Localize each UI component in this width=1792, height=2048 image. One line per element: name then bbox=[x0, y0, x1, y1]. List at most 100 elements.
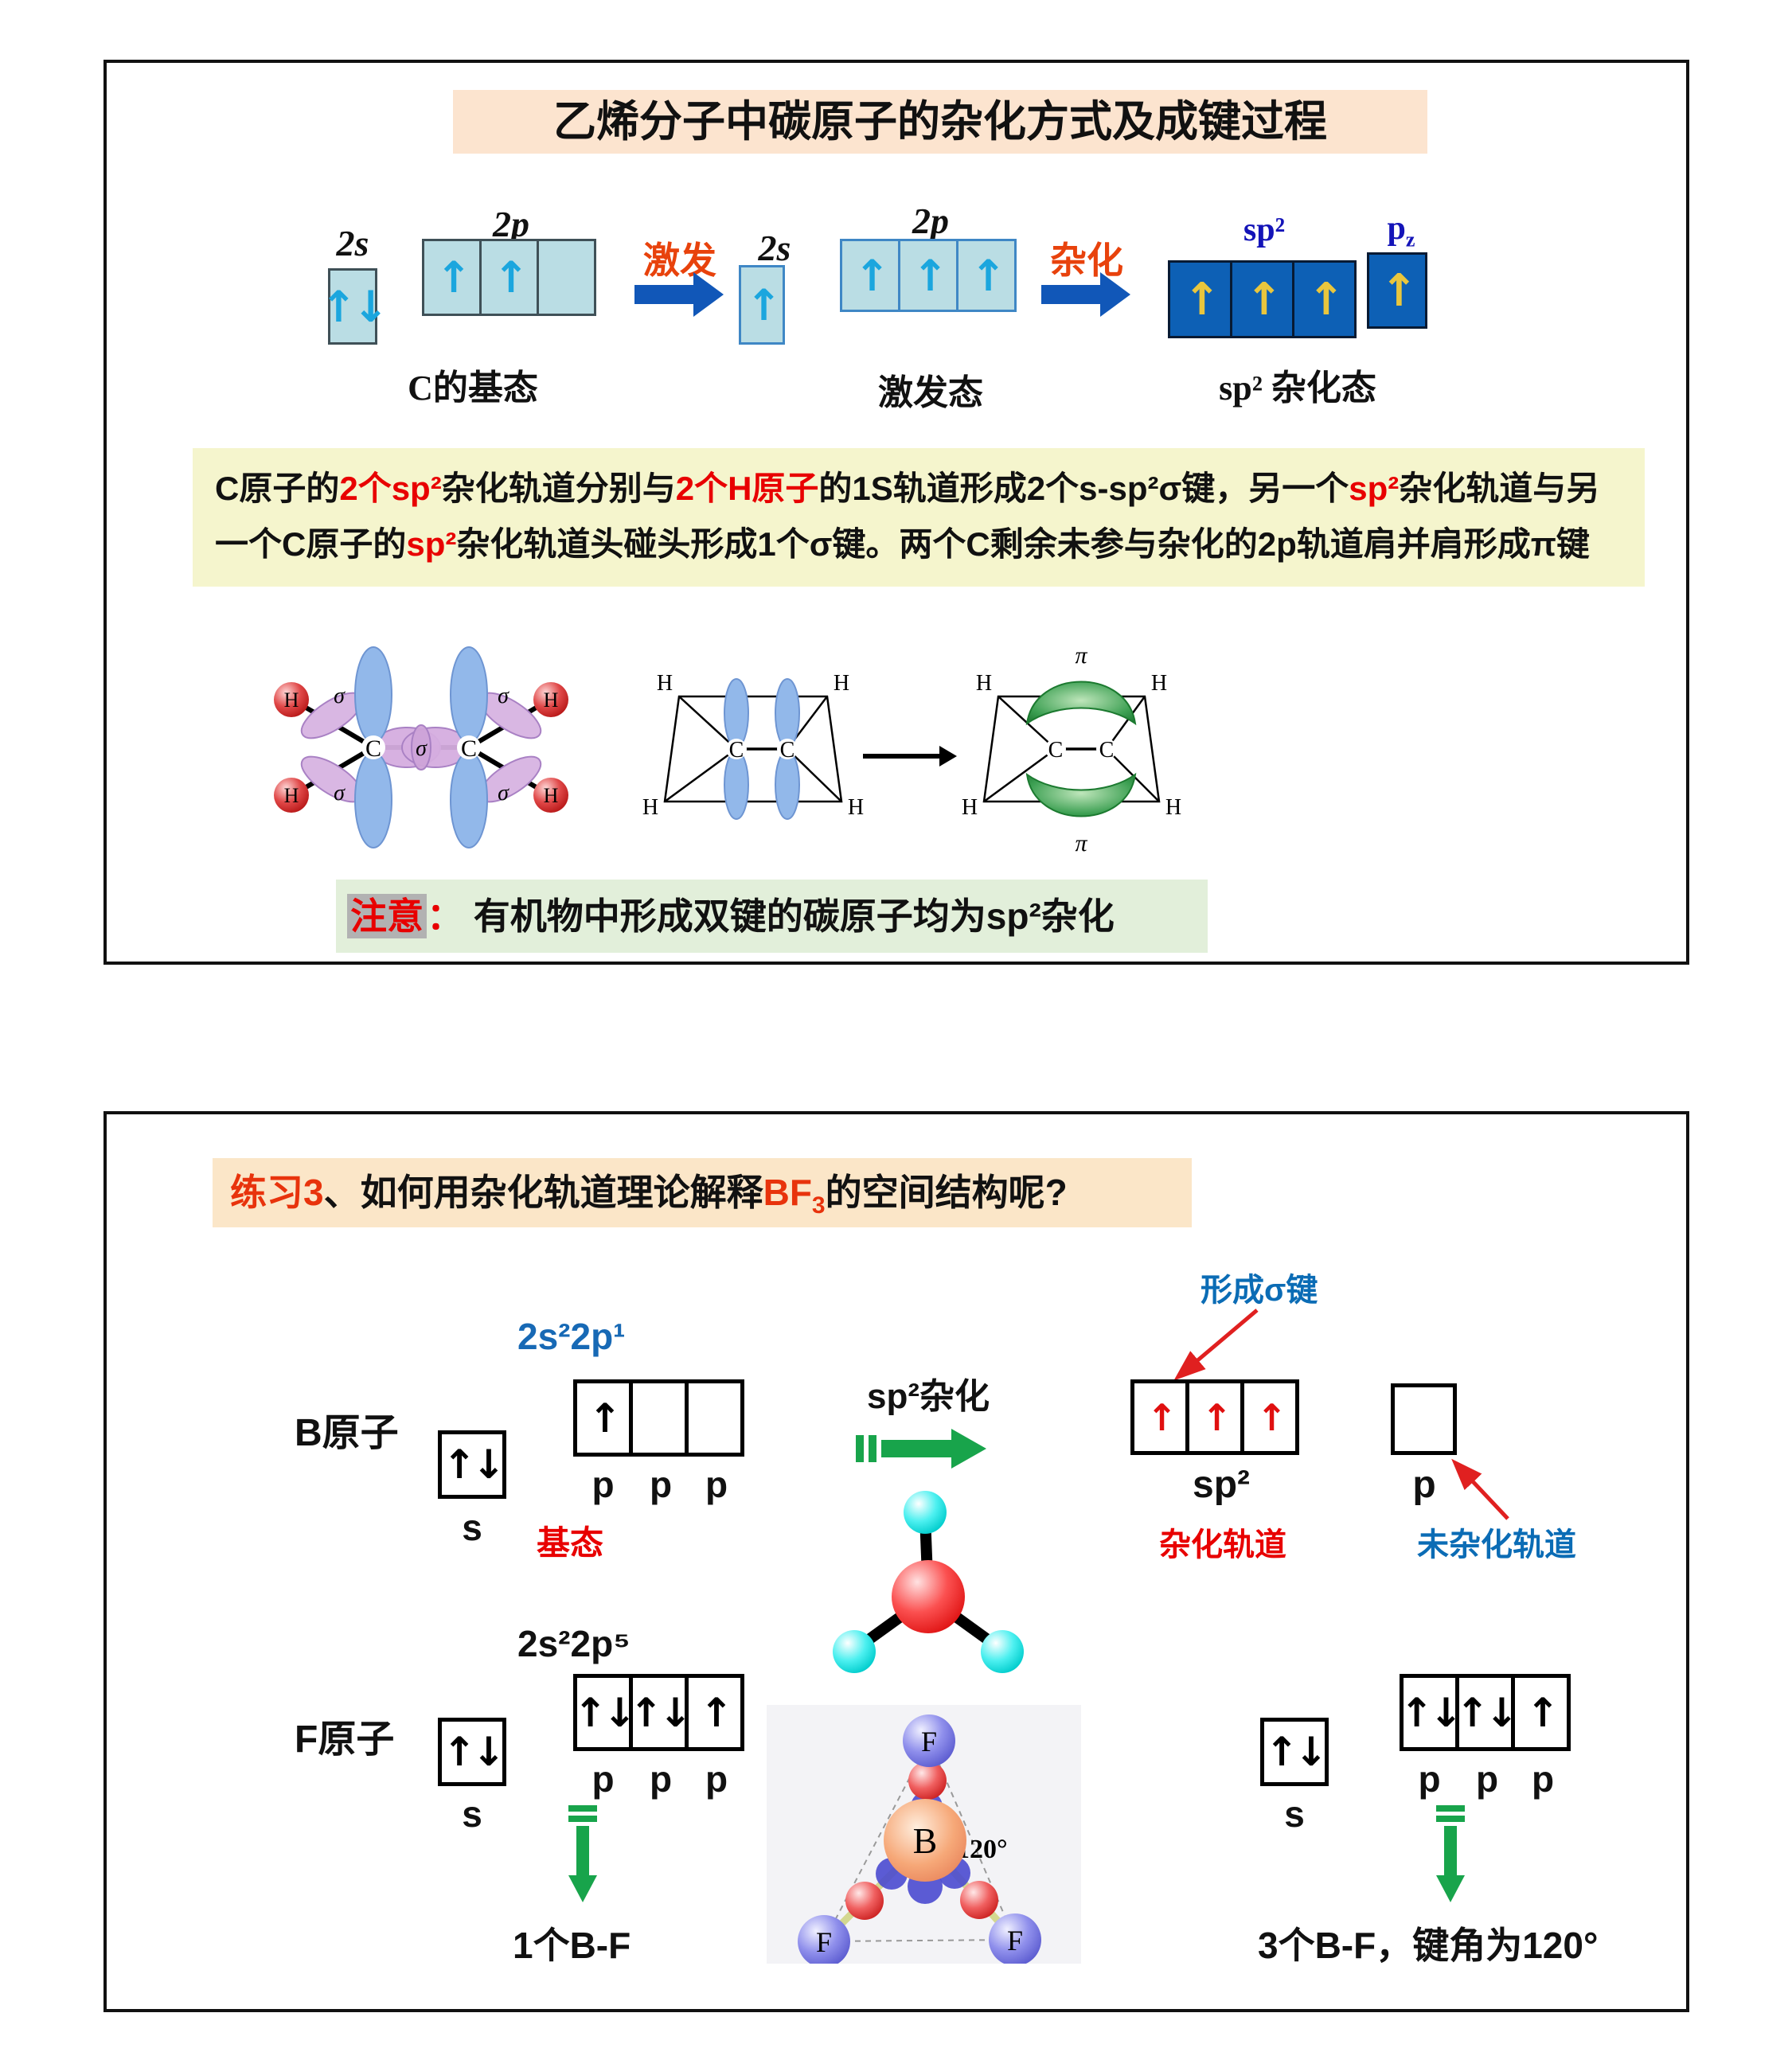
b-atom-label: B原子 bbox=[295, 1412, 399, 1454]
b-atom-sphere bbox=[884, 1799, 966, 1882]
left-result-label: 1个B-F bbox=[513, 1925, 631, 1966]
f-atom-label: F bbox=[921, 1726, 937, 1757]
sp2-hybridize-label: sp²杂化 bbox=[867, 1377, 990, 1416]
f-p-labels: p p p bbox=[591, 1758, 728, 1800]
orbital-box: ↑ bbox=[573, 1379, 633, 1457]
exercise-title: 练习3、如何用杂化轨道理论解释BF3的空间结构呢? bbox=[213, 1158, 1192, 1227]
f-config-label: 2s²2p⁵ bbox=[517, 1623, 631, 1664]
b-config-label: 2s²2p¹ bbox=[517, 1316, 626, 1357]
f-atom-label: F bbox=[1007, 1925, 1023, 1956]
h-atom-label: H bbox=[1165, 795, 1181, 820]
b-s-box: ↑↓ bbox=[438, 1430, 506, 1499]
excited-2s-box: ↑ bbox=[739, 265, 785, 345]
excited-2s-label: 2s bbox=[758, 228, 791, 268]
orbital-box: ↑ bbox=[1230, 260, 1294, 338]
orbital-box: ↑↓ bbox=[573, 1674, 636, 1751]
f-atom-sphere bbox=[798, 1915, 850, 1964]
ethylene-panel: 乙烯分子中碳原子的杂化方式及成键过程 2s 2p ↑↓ ↑ ↑ C的基态 激发 … bbox=[103, 60, 1689, 965]
f-atom-label: F原子 bbox=[295, 1718, 395, 1761]
hybridize-arrow-icon bbox=[1041, 272, 1130, 317]
sigma-label: σ bbox=[416, 736, 428, 761]
excite-arrow-icon bbox=[634, 272, 724, 317]
f-atom-sphere bbox=[903, 1714, 955, 1767]
b-sp2-boxes: ↑ ↑ ↑ bbox=[1130, 1379, 1299, 1455]
c-atom-label: C bbox=[729, 738, 744, 763]
p-orbital-diagram: C C H H H H bbox=[642, 671, 864, 820]
note-chip: 注意 bbox=[347, 894, 427, 938]
sigma-label: σ bbox=[498, 781, 509, 806]
sp2-label: sp² bbox=[1243, 212, 1286, 248]
pi-label: π bbox=[1075, 642, 1087, 669]
result-arrow-icon bbox=[1436, 1805, 1465, 1902]
unhybrid-note-arrow-icon bbox=[1451, 1458, 1509, 1520]
description-line-1: C原子的2个sp²杂化轨道分别与2个H原子的1S轨道形成2个s-sp²σ键，另一… bbox=[215, 470, 1600, 507]
h-atom-label: H bbox=[834, 671, 849, 696]
bonding-description: C原子的2个sp²杂化轨道分别与2个H原子的1S轨道形成2个s-sp²σ键，另一… bbox=[193, 448, 1645, 587]
f-atom-sphere bbox=[981, 1630, 1024, 1673]
transform-arrow-icon bbox=[863, 746, 957, 767]
sigma-label: σ bbox=[334, 781, 346, 806]
b-p-empty-label: p bbox=[1412, 1464, 1436, 1506]
sp2-boxes: ↑ ↑ ↑ bbox=[1168, 260, 1357, 338]
orbital-box: ↑↓ bbox=[1400, 1674, 1462, 1751]
excited-2p-boxes: ↑ ↑ ↑ bbox=[840, 239, 1017, 312]
orbital-box bbox=[537, 239, 596, 316]
orbital-box: ↑ bbox=[1185, 1379, 1244, 1455]
c-atom-label: C bbox=[780, 738, 795, 763]
ground-2s-box: ↑↓ bbox=[321, 268, 388, 345]
right-result-label: 3个B-F，键角为120° bbox=[1258, 1925, 1599, 1966]
orbital-box: ↑ bbox=[1168, 260, 1232, 338]
pz-box: ↑ bbox=[1367, 252, 1427, 329]
orbital-box: ↑ bbox=[685, 1674, 744, 1751]
c-atom-label: C bbox=[461, 735, 477, 762]
orbital-box: ↑ bbox=[956, 239, 1017, 312]
orbital-box: ↑ bbox=[1511, 1674, 1571, 1751]
f-atom-sphere bbox=[833, 1630, 876, 1673]
orbital-box: ↑ bbox=[1130, 1379, 1189, 1455]
b-p-empty-box bbox=[1391, 1383, 1457, 1455]
orbital-box: ↑ bbox=[479, 239, 539, 316]
b-atom-label: B bbox=[913, 1820, 938, 1861]
b-ground-caption: 基态 bbox=[537, 1524, 604, 1562]
f-s-box: ↑↓ bbox=[438, 1718, 506, 1786]
b-p-boxes: ↑ bbox=[573, 1379, 744, 1457]
c-atom-label: C bbox=[1099, 738, 1115, 763]
description-line-2: 一个C原子的sp²杂化轨道头碰头形成1个σ键。两个C剩余未参与杂化的2p轨道肩并… bbox=[215, 525, 1590, 563]
f-atom-sphere bbox=[989, 1913, 1041, 1964]
f-s-label-right: s bbox=[1284, 1793, 1305, 1835]
unhybrid-orbital-caption: 未杂化轨道 bbox=[1417, 1527, 1576, 1562]
b-atom-sphere bbox=[892, 1560, 965, 1633]
sigma-label: σ bbox=[334, 684, 346, 708]
orbital-box bbox=[685, 1379, 744, 1457]
h-atom-label: H bbox=[544, 689, 559, 712]
sigma-bond-note: 形成σ键 bbox=[1201, 1273, 1318, 1308]
orbital-box: ↑ bbox=[898, 239, 958, 312]
result-arrow-icon bbox=[568, 1805, 597, 1902]
b-p-labels: p p p bbox=[591, 1464, 728, 1505]
f-p-boxes-right: ↑↓ ↑↓ ↑ bbox=[1400, 1674, 1571, 1751]
hybrid-orbitals-caption: 杂化轨道 bbox=[1159, 1527, 1286, 1562]
c-atom-label: C bbox=[365, 735, 381, 762]
panel-title: 乙烯分子中碳原子的杂化方式及成键过程 bbox=[453, 90, 1427, 154]
hybrid-caption: sp² 杂化态 bbox=[1219, 369, 1376, 408]
c-atom-label: C bbox=[1048, 738, 1064, 763]
orbital-box: ↑ bbox=[422, 239, 482, 316]
pi-label: π bbox=[1075, 830, 1087, 856]
f-atom-label: F bbox=[816, 1926, 832, 1958]
orbital-box: ↑↓ bbox=[629, 1674, 692, 1751]
ground-2p-boxes: ↑ ↑ bbox=[422, 239, 596, 316]
h-atom-label: H bbox=[976, 671, 992, 696]
f-p-boxes: ↑↓ ↑↓ ↑ bbox=[573, 1674, 744, 1751]
b-s-label: s bbox=[462, 1507, 482, 1548]
sigma-bond-diagram: H H H H σ σ σ σ σ C C bbox=[274, 646, 568, 848]
ground-2p-label: 2p bbox=[493, 204, 529, 244]
h-atom-label: H bbox=[544, 784, 559, 807]
h-atom-label: H bbox=[962, 795, 978, 820]
h-atom-label: H bbox=[1151, 671, 1167, 696]
sp2-hybridize-arrow-icon bbox=[856, 1429, 989, 1469]
h-atom-label: H bbox=[642, 795, 658, 820]
h-atom-label: H bbox=[657, 671, 673, 696]
excited-2p-label: 2p bbox=[912, 201, 949, 241]
sigma-note-arrow-icon bbox=[1173, 1309, 1259, 1381]
